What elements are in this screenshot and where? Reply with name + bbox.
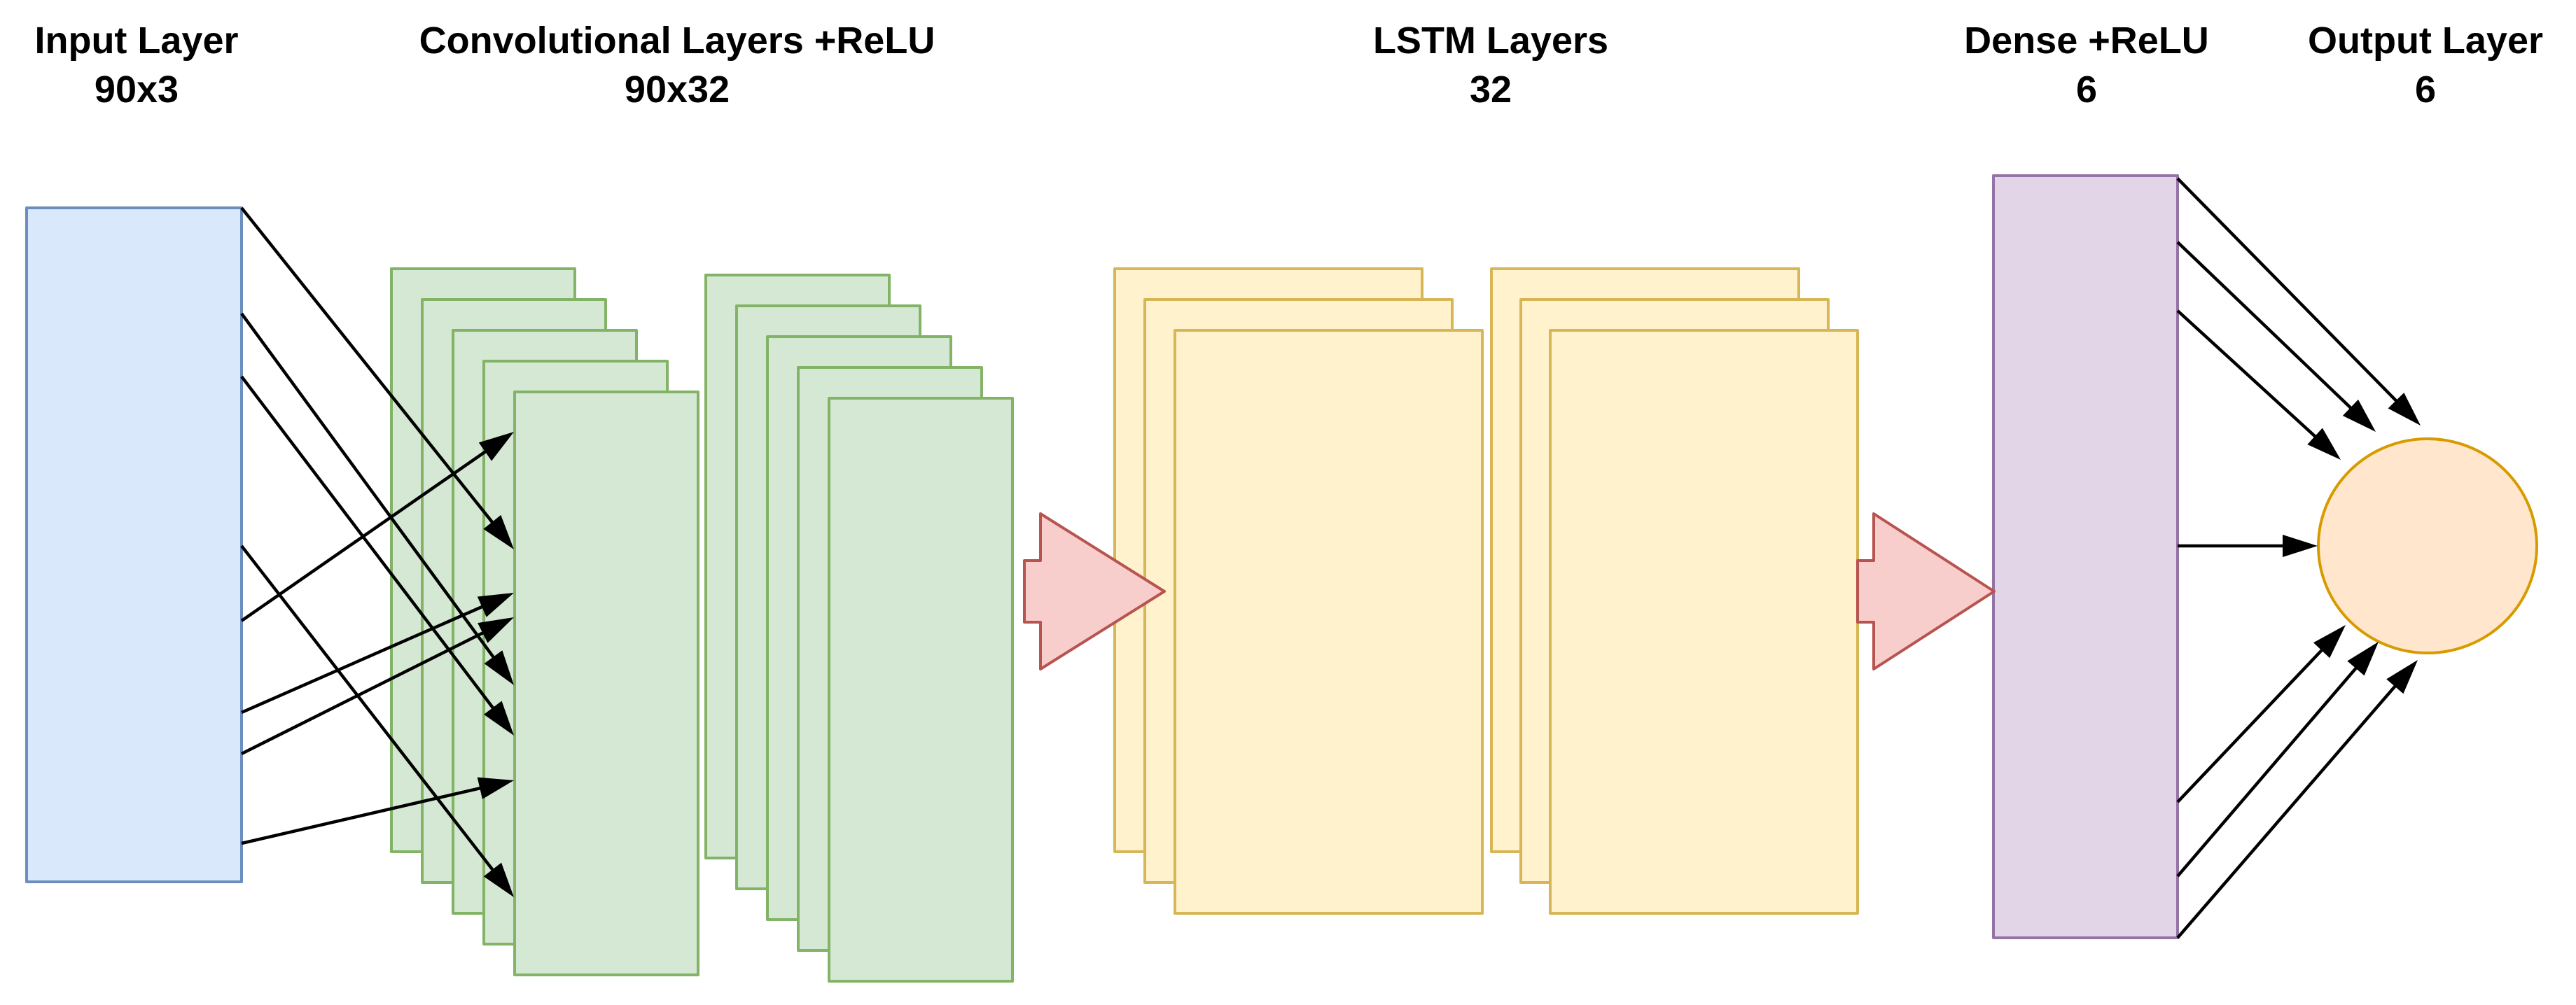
lstm-layers-size: 32 xyxy=(1470,69,1512,111)
dense-to-output-arrow-shaft xyxy=(2176,654,2369,878)
output-layer-size: 6 xyxy=(2415,69,2436,111)
dense-to-output-arrow-head xyxy=(2307,428,2341,460)
input-to-conv-arrow-head xyxy=(477,593,514,617)
conv-layers-title: Convolutional Layers +ReLU xyxy=(419,20,935,62)
dense-to-output-arrow-shaft xyxy=(2176,636,2335,803)
dense-to-output-arrow-shaft xyxy=(2176,241,2365,421)
input-to-conv-arrow-head xyxy=(478,432,514,461)
input-to-conv-arrow-head xyxy=(483,514,514,549)
input-to-conv-arrow-shaft xyxy=(240,544,505,885)
dense-to-output-arrow-shaft xyxy=(2176,177,2410,414)
input-to-conv-arrow-head xyxy=(484,650,514,685)
conv-stack-2-sheet xyxy=(828,397,1014,983)
lstm-stack-1-sheet xyxy=(1174,329,1484,915)
label-dense-layer: Dense +ReLU 6 xyxy=(1964,20,2209,111)
dense-layer-size: 6 xyxy=(2076,69,2097,111)
input-to-conv-arrow-shaft xyxy=(241,598,499,715)
dense-to-output-arrow-head xyxy=(2388,393,2421,426)
label-input-layer: Input Layer 90x3 xyxy=(34,20,238,111)
input-to-conv-arrow-shaft xyxy=(241,782,498,845)
dense-to-output-arrow-shaft xyxy=(2176,309,2330,449)
flow-arrow-conv-to-lstm xyxy=(1023,512,1166,670)
dense-to-output-arrow-head xyxy=(2342,399,2376,432)
dense-to-output-arrow-head xyxy=(2313,625,2346,659)
input-to-conv-arrow-shaft xyxy=(240,312,506,673)
label-output-layer: Output Layer 6 xyxy=(2308,20,2543,111)
input-to-conv-arrow-head xyxy=(478,617,514,643)
input-to-conv-arrow-shaft xyxy=(240,624,499,756)
output-layer-title: Output Layer xyxy=(2308,20,2543,62)
flow-arrow-lstm-to-dense xyxy=(1856,512,1996,670)
input-to-conv-arrow-head xyxy=(477,777,514,799)
input-to-conv-arrow-head xyxy=(483,862,514,897)
input-to-conv-arrow-head xyxy=(484,701,514,736)
input-layer-rect xyxy=(25,206,243,883)
lstm-layers-title: LSTM Layers xyxy=(1373,20,1608,62)
label-lstm-layers: LSTM Layers 32 xyxy=(1373,20,1608,111)
input-layer-title: Input Layer xyxy=(34,20,238,62)
dense-layer-rect xyxy=(1992,174,2179,939)
input-to-conv-arrow-shaft xyxy=(240,206,505,537)
label-conv-layers: Convolutional Layers +ReLU 90x32 xyxy=(419,20,935,111)
conv-layers-size: 90x32 xyxy=(625,69,730,111)
dense-to-output-arrow-head xyxy=(2283,535,2318,557)
dense-to-output-arrow-shaft xyxy=(2176,672,2408,939)
diagram-shapes xyxy=(25,174,2538,983)
output-node-circle xyxy=(2317,437,2538,654)
input-layer-size: 90x3 xyxy=(95,69,179,111)
input-to-conv-arrow-shaft xyxy=(240,440,501,622)
dense-layer-title: Dense +ReLU xyxy=(1964,20,2209,62)
conv-stack-1-sheet xyxy=(513,391,699,976)
lstm-stack-2-sheet xyxy=(1549,329,1859,915)
dense-to-output-arrow-head xyxy=(2386,660,2418,694)
input-to-conv-arrow-shaft xyxy=(240,375,505,723)
dense-to-output-arrow-head xyxy=(2347,642,2379,676)
